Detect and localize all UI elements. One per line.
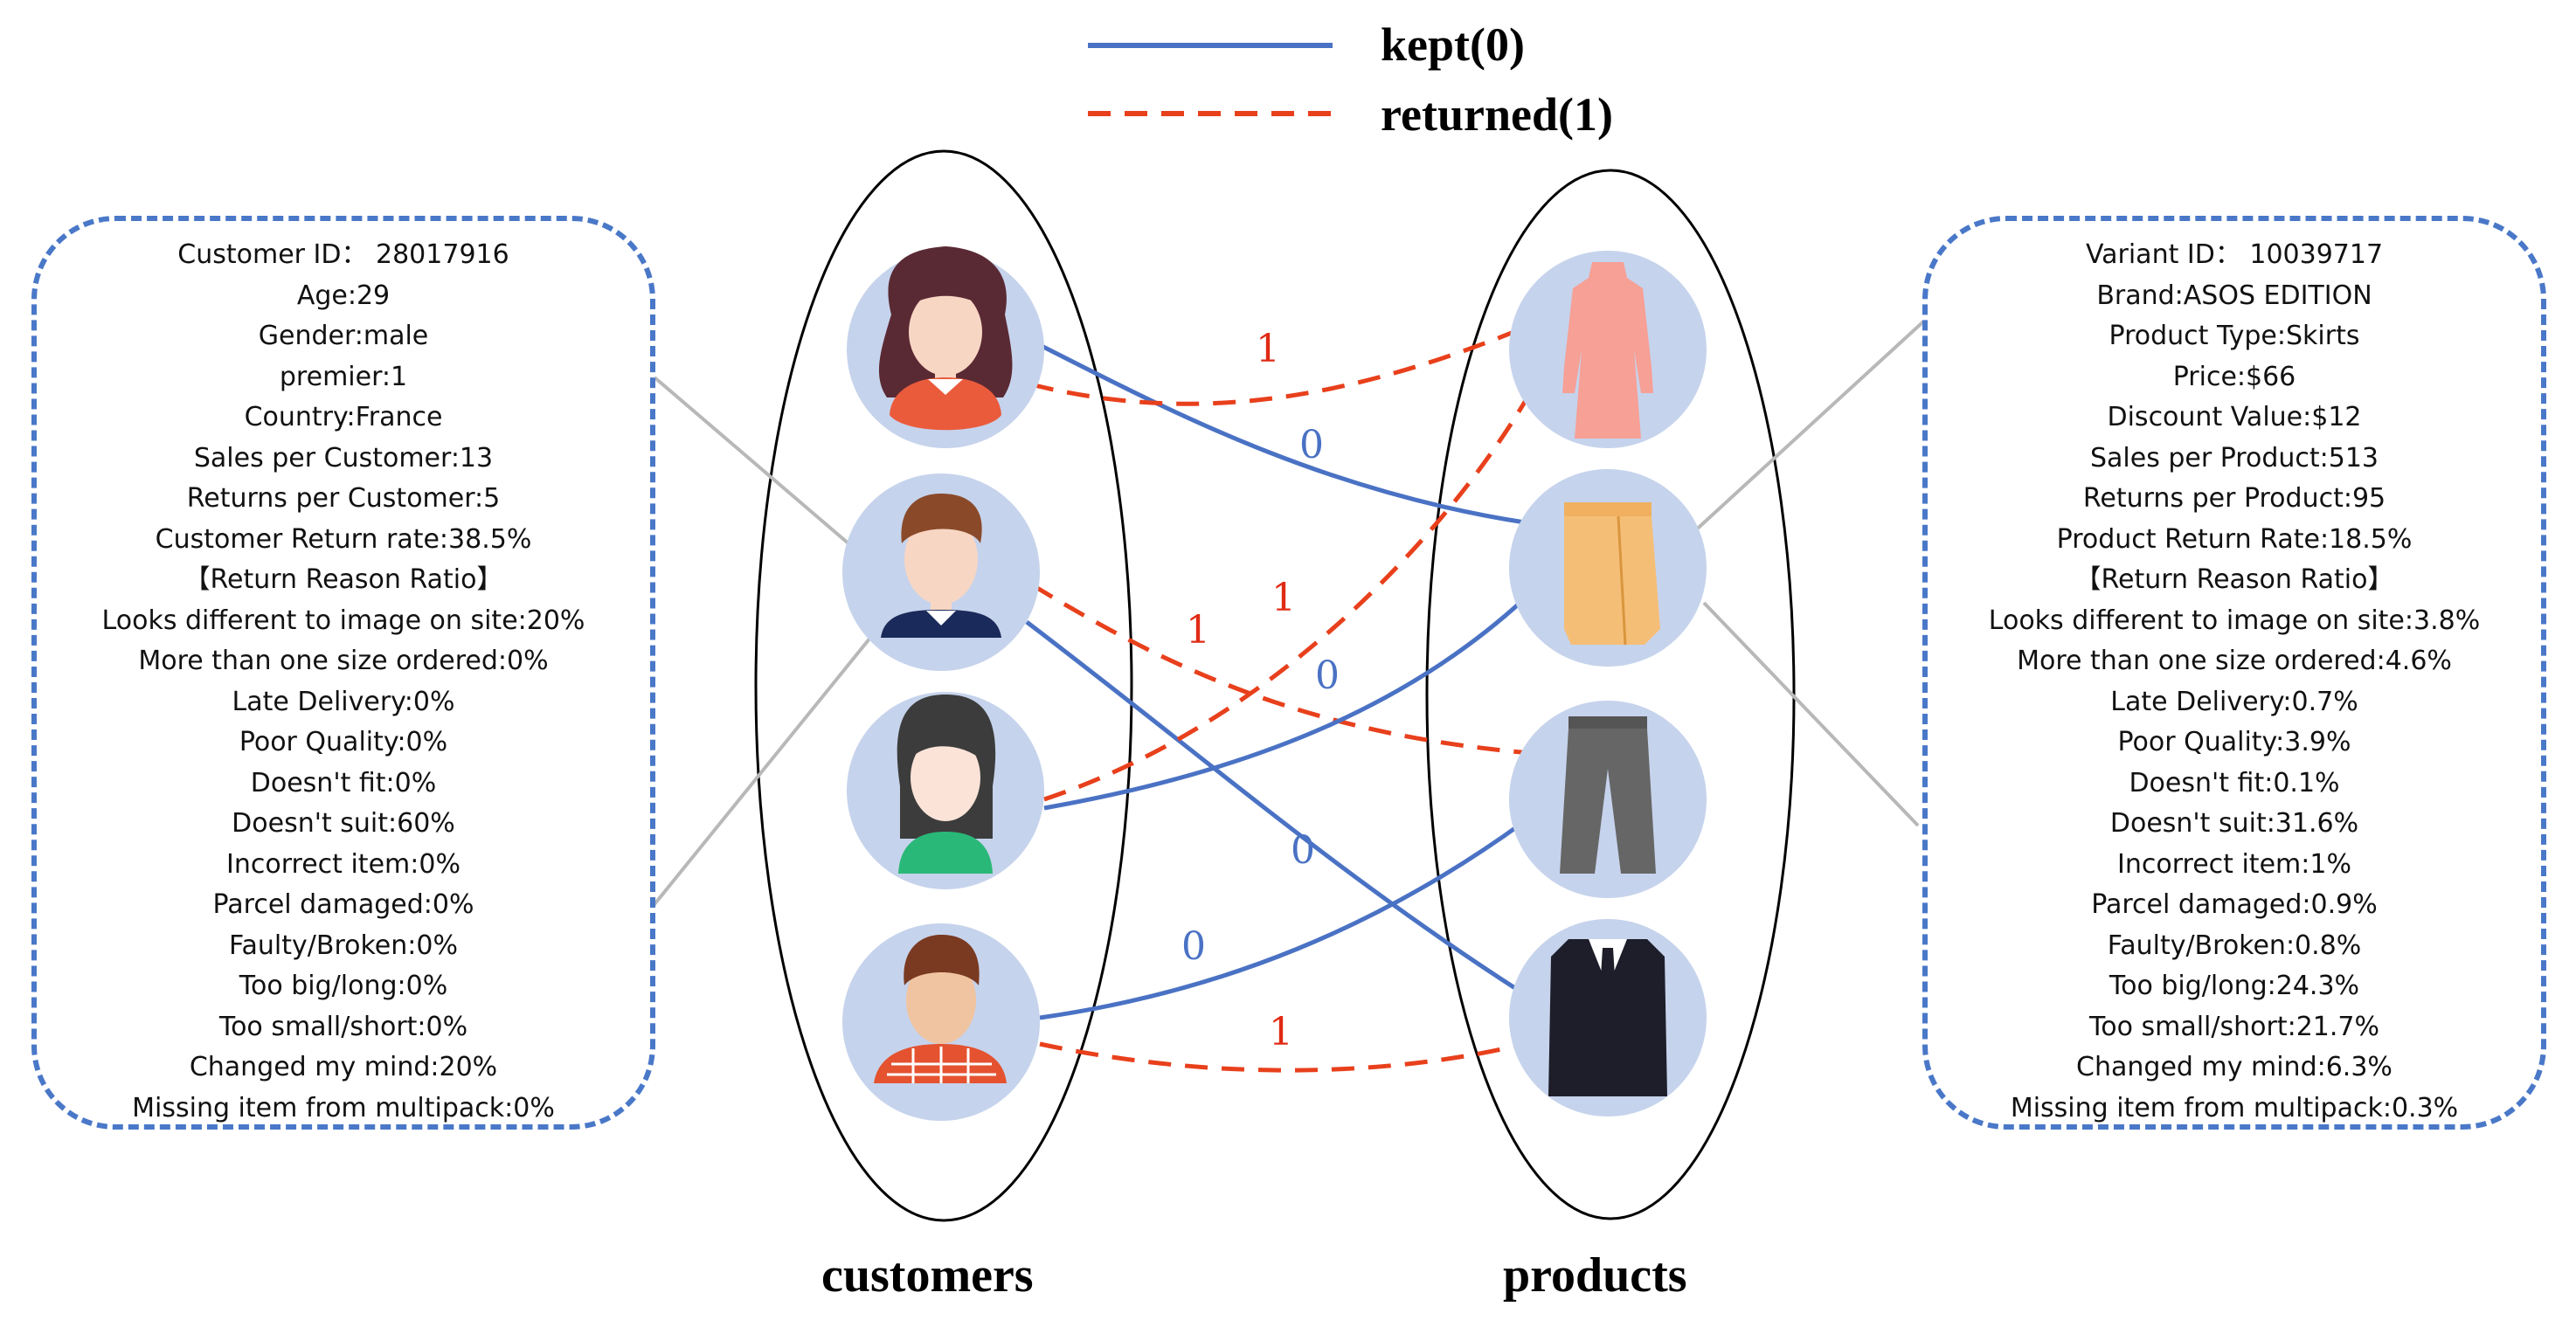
- product-info-line: Poor Quality:3.9%: [2117, 727, 2351, 757]
- customer-info-line: Country:France: [244, 402, 443, 432]
- girl-avatar: [897, 695, 996, 874]
- edge-label: 0: [1181, 924, 1206, 969]
- legend-returned-label: returned(1): [1381, 88, 1613, 141]
- customer-info-connector: [641, 365, 876, 910]
- product-info-line: Looks different to image on site:3.8%: [1988, 605, 2481, 636]
- product-info-line: Parcel damaged:0.9%: [2091, 889, 2378, 920]
- edge-customer2-product3-returned: [1031, 583, 1532, 756]
- product-info-line: Sales per Product:513: [2089, 442, 2379, 473]
- edge-label: 0: [1315, 653, 1340, 698]
- customer-info-line: Doesn't fit:0%: [250, 767, 437, 798]
- edge-customer2-product4-kept: [1025, 620, 1522, 994]
- dress-icon: [1562, 262, 1653, 439]
- customer-info-box: Customer ID： 28017916 Age:29 Gender:male…: [31, 216, 655, 1130]
- customers-label: customers: [821, 1248, 1034, 1303]
- edge-label: 0: [1299, 423, 1324, 467]
- product-info-line: Too small/short:21.7%: [2089, 1011, 2379, 1042]
- product-info-line: Doesn't fit:0.1%: [2129, 767, 2340, 798]
- product-info-line: Too big/long:24.3%: [2109, 971, 2360, 1001]
- customer-info-line: Changed my mind:20%: [189, 1052, 498, 1082]
- customer-info-line: Parcel damaged:0%: [212, 889, 474, 920]
- edge-customer4-product4-returned: [1039, 1041, 1526, 1073]
- edge-set: [1025, 325, 1532, 1073]
- product-info-connector: [1689, 313, 1933, 827]
- trousers-icon: [1560, 716, 1656, 874]
- customer-info-line: Age:29: [296, 280, 391, 311]
- suit-icon: [1548, 939, 1667, 1096]
- edge-label: 0: [1291, 828, 1315, 873]
- skirt-icon: [1564, 502, 1660, 646]
- customer-info-line: Too big/long:0%: [239, 971, 448, 1001]
- customer-info-line: premier:1: [279, 361, 408, 392]
- edge-customer3-product1-returned: [1043, 396, 1530, 802]
- man-avatar: [881, 494, 1001, 638]
- customer-info-line: Poor Quality:0%: [239, 727, 448, 757]
- customer-info-line: Incorrect item:0%: [226, 848, 460, 880]
- man-plaid-shirt-avatar: [874, 935, 1007, 1083]
- customer-info-line: Customer Return rate:38.5%: [155, 523, 532, 555]
- product-node-1[interactable]: [1509, 251, 1707, 448]
- products-label: products: [1503, 1248, 1687, 1303]
- customer-node-1[interactable]: [847, 246, 1044, 448]
- edge-label: 1: [1269, 1010, 1293, 1054]
- edge-label: 1: [1256, 327, 1280, 371]
- edge-customer1-product2-kept: [1029, 338, 1526, 525]
- product-info-line: Variant ID： 10039717: [2085, 239, 2384, 270]
- product-info-line: Changed my mind:6.3%: [2076, 1052, 2392, 1082]
- customer-node-3[interactable]: [847, 692, 1044, 889]
- product-info-line: Missing item from multipack:0.3%: [2010, 1092, 2459, 1123]
- edge-customer1-product1-returned: [1030, 325, 1526, 406]
- customer-info-line: More than one size ordered:0%: [138, 646, 549, 676]
- customer-info-line: Missing item from multipack:0%: [132, 1092, 555, 1123]
- product-info-line: Late Delivery:0.7%: [2110, 686, 2358, 717]
- customer-info-list: Customer ID： 28017916 Age:29 Gender:male…: [37, 235, 650, 1129]
- product-info-line: Incorrect item:1%: [2117, 848, 2351, 880]
- customer-info-line: Looks different to image on site:20%: [101, 605, 585, 636]
- product-info-line: Product Type:Skirts: [2109, 321, 2360, 351]
- customer-info-line: Too small/short:0%: [218, 1011, 468, 1042]
- product-node-2[interactable]: [1509, 469, 1707, 667]
- product-info-line: Returns per Product:95: [2082, 483, 2386, 514]
- customer-node-4[interactable]: [842, 923, 1040, 1121]
- customers-ellipse: [754, 149, 1133, 1222]
- product-info-line: Brand:ASOS EDITION: [2096, 280, 2372, 311]
- legend-kept-label: kept(0): [1381, 18, 1525, 71]
- product-info-line: Doesn't suit:31.6%: [2109, 808, 2359, 839]
- edge-label: 1: [1186, 608, 1210, 653]
- customer-info-line: Gender:male: [258, 321, 429, 351]
- product-info-line: Product Return Rate:18.5%: [2056, 523, 2413, 555]
- product-info-box: Variant ID： 10039717 Brand:ASOS EDITION …: [1922, 216, 2546, 1130]
- product-info-line: 【Return Reason Ratio】: [2074, 564, 2394, 595]
- edge-label: 1: [1271, 576, 1296, 620]
- woman-long-hair-avatar: [878, 246, 1013, 431]
- product-info-line: Discount Value:$12: [2107, 402, 2362, 432]
- customer-info-line: Doesn't suit:60%: [232, 808, 455, 839]
- customer-info-line: Sales per Customer:13: [193, 442, 494, 473]
- edge-customer3-product2-kept: [1043, 597, 1527, 811]
- customer-info-line: Faulty/Broken:0%: [229, 930, 458, 961]
- product-info-line: More than one size ordered:4.6%: [2017, 646, 2452, 676]
- product-node-4[interactable]: [1509, 919, 1707, 1116]
- product-info-line: Faulty/Broken:0.8%: [2107, 930, 2362, 961]
- customer-info-line: Late Delivery:0%: [232, 686, 455, 717]
- product-info-list: Variant ID： 10039717 Brand:ASOS EDITION …: [1928, 235, 2541, 1129]
- customer-info-line: Customer ID： 28017916: [177, 239, 509, 270]
- edge-customer4-product3-kept: [1039, 819, 1527, 1020]
- product-node-3[interactable]: [1509, 701, 1707, 898]
- customer-info-line: 【Return Reason Ratio】: [184, 564, 503, 595]
- customer-node-2[interactable]: [842, 473, 1040, 671]
- customer-info-line: Returns per Customer:5: [186, 483, 501, 514]
- product-info-line: Price:$66: [2172, 361, 2296, 392]
